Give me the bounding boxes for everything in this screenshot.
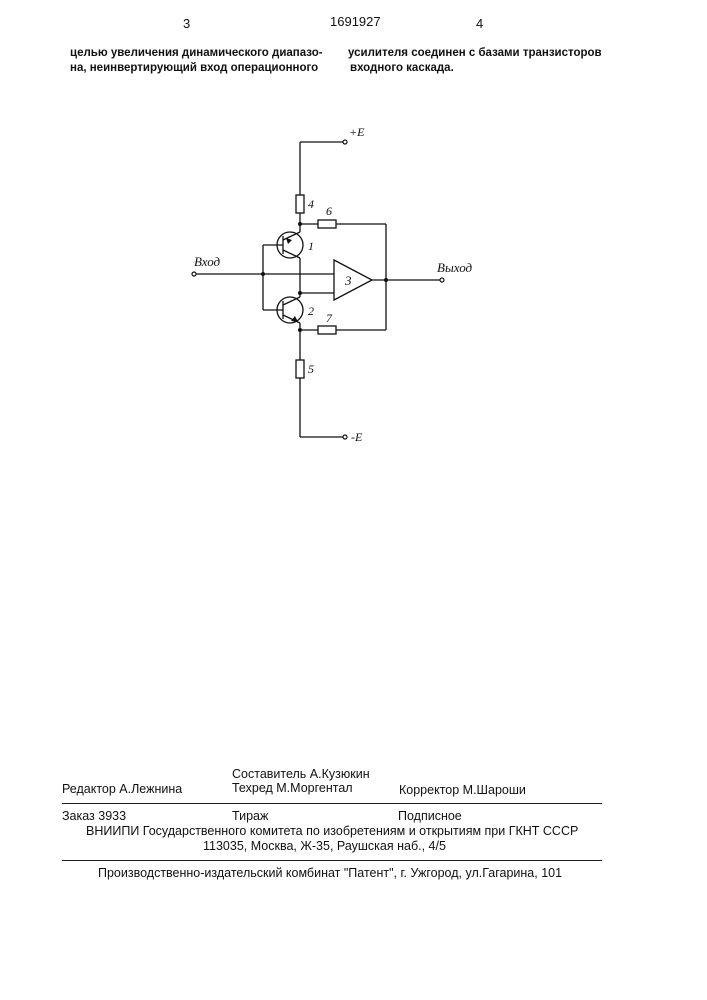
divider-line [62, 860, 602, 861]
minus-e-label: -E [351, 430, 363, 444]
t1-emitter-arrow [286, 238, 292, 244]
minus-e-terminal [342, 434, 348, 440]
junction-dot [261, 272, 265, 276]
output-label: Выход [437, 260, 473, 275]
junction-dot [298, 328, 302, 332]
editor-credit: Редактор А.Лежнина [62, 782, 183, 796]
subscription-label: Подписное [398, 809, 462, 823]
page-number-left: 3 [183, 16, 191, 31]
circuit-diagram: +E -E Вход Выход 1 2 3 4 5 6 7 [191, 125, 473, 444]
t1-collector [282, 249, 301, 259]
left-text-line: целью увеличения динамического диапазо- [70, 47, 323, 59]
compiler-credit: Составитель А.Кузюкин [232, 767, 370, 781]
amplifier-3-label: 3 [344, 273, 352, 288]
resistor-4 [295, 194, 305, 214]
institute-name: ВНИИПИ Государственного комитета по изоб… [86, 824, 579, 838]
patent-number: 1691927 [330, 14, 381, 29]
resistor-5 [295, 359, 305, 379]
operational-amplifier-3 [333, 258, 374, 302]
junction-dot [384, 278, 388, 282]
corrector-credit: Корректор М.Шароши [399, 783, 526, 797]
plus-e-label: +E [349, 125, 365, 139]
right-text-column: усилителя соединен с базами транзисторов… [348, 46, 602, 76]
right-text-line: усилителя соединен с базами транзисторов [348, 47, 602, 59]
transistor-1-label: 1 [308, 239, 314, 253]
left-text-column: целью увеличения динамического диапазо- … [70, 46, 323, 76]
output-terminal [439, 277, 445, 283]
resistor-5-label: 5 [308, 362, 314, 376]
junction-dot [298, 291, 302, 295]
resistor-7-label: 7 [326, 311, 333, 325]
right-text-line: входного каскада. [350, 62, 454, 74]
circulation-label: Тираж [232, 809, 269, 823]
publisher-info: Производственно-издательский комбинат "П… [98, 866, 563, 880]
plus-e-terminal [342, 139, 348, 145]
transistor-2-label: 2 [308, 304, 314, 318]
left-text-line: на, неинвертирующий вход операционного [70, 62, 319, 74]
t2-collector [282, 296, 301, 306]
techred-credit: Техред М.Моргентал [232, 781, 353, 795]
resistor-6-label: 6 [326, 204, 332, 218]
resistor-6 [317, 219, 337, 229]
institute-address: 113035, Москва, Ж-35, Раушская наб., 4/5 [203, 839, 446, 853]
page-number-right: 4 [476, 16, 484, 31]
input-label: Вход [194, 254, 221, 269]
resistor-7 [317, 325, 337, 335]
resistor-4-label: 4 [308, 197, 314, 211]
order-number: Заказ 3933 [62, 809, 127, 823]
divider-line [62, 803, 602, 804]
t2-emitter-arrow [291, 316, 298, 322]
input-terminal [191, 271, 197, 277]
junction-dot [298, 222, 302, 226]
t1-emitter [282, 231, 301, 241]
